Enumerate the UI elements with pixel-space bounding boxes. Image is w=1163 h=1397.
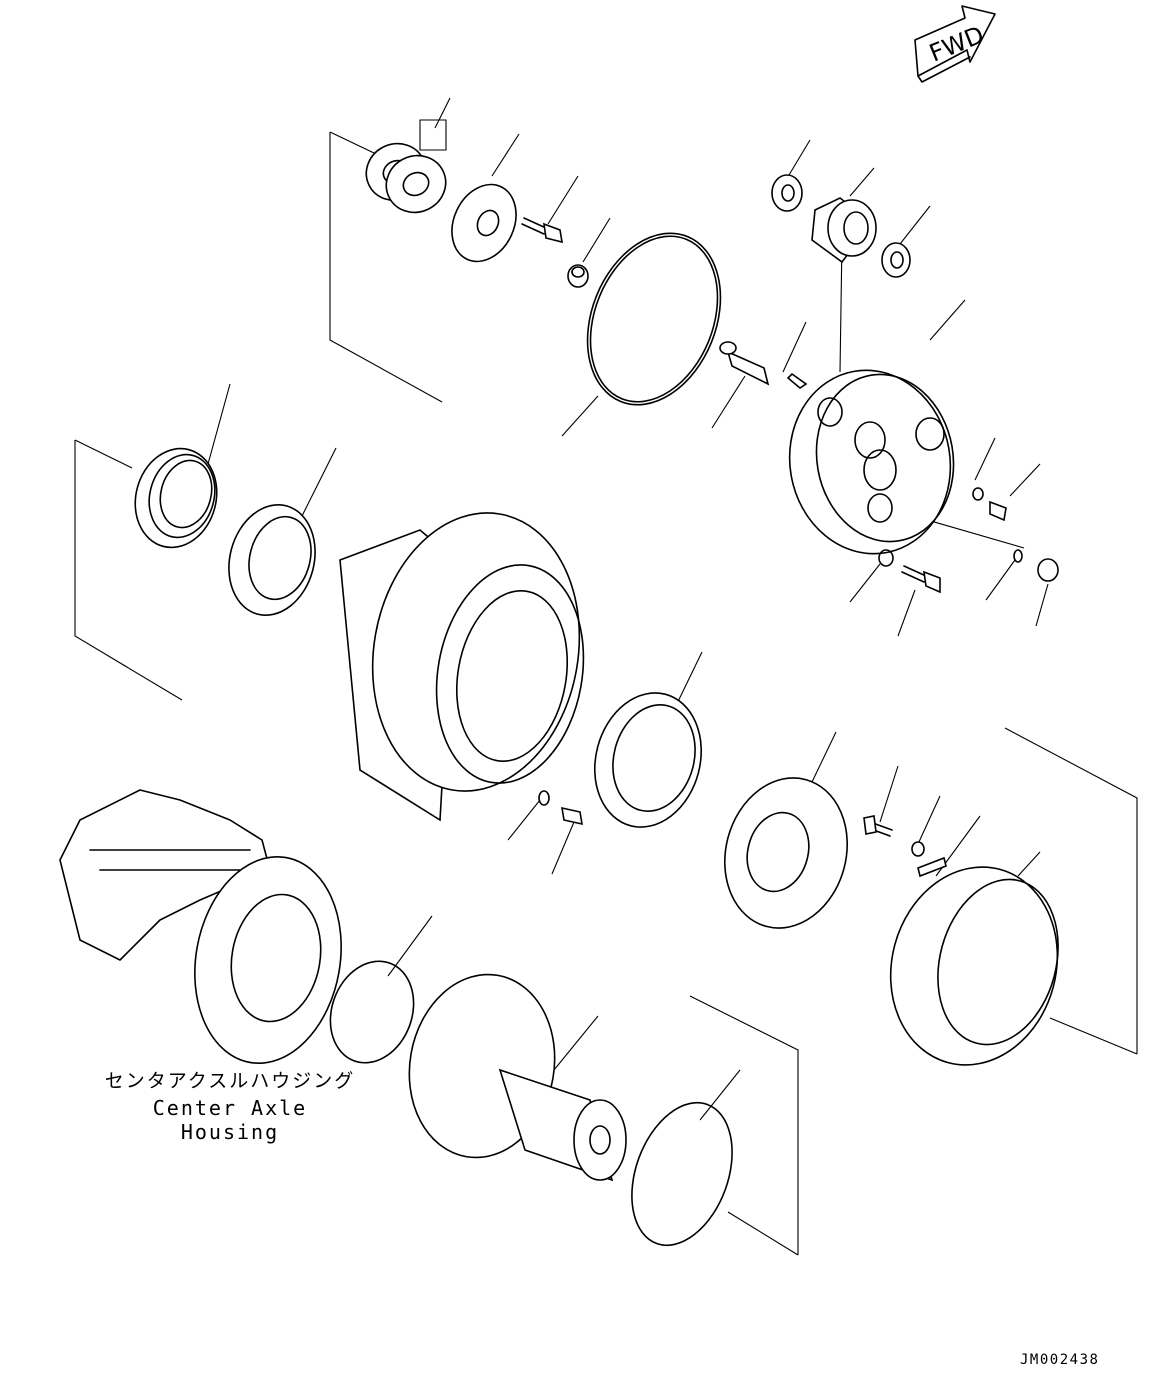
planet-pin <box>719 341 770 386</box>
retainer-plate <box>451 183 517 263</box>
plug-right <box>1037 558 1059 582</box>
document-id: JM002438 <box>1020 1352 1100 1368</box>
taper-roller-bearing-left <box>228 504 316 616</box>
planet-carrier <box>788 369 955 555</box>
o-ring-lower-right <box>631 1101 733 1247</box>
fwd-arrow-icon <box>914 5 996 83</box>
thrust-washer-pair <box>365 142 447 214</box>
bracket-lines-right <box>689 727 1138 1256</box>
bolt-upper <box>521 217 563 244</box>
wheel-hub <box>339 512 585 822</box>
o-ring-lower-left <box>329 960 415 1064</box>
drain-plug <box>538 790 550 806</box>
oil-seal <box>134 447 218 549</box>
leader-lines <box>207 97 1049 1121</box>
bracket-lines-upper <box>329 131 443 403</box>
washer-lower-right <box>1013 549 1023 563</box>
washer-ring <box>911 841 925 857</box>
spindle <box>408 973 627 1182</box>
collar <box>567 264 589 288</box>
bracket-lines-left <box>74 439 183 701</box>
small-washer-right <box>972 487 984 501</box>
lock-plate <box>917 856 947 878</box>
bolt-hub <box>561 806 583 826</box>
washer-lower <box>878 549 894 567</box>
spring-pin <box>786 372 808 389</box>
o-ring-large <box>586 232 722 406</box>
bolt-lower <box>901 565 941 594</box>
center-axle-housing-label-jp: センタアクスルハウジング <box>104 1070 356 1092</box>
planet-gear-small-left <box>771 174 803 212</box>
bolt-ring <box>863 815 893 837</box>
taper-roller-bearing-right <box>593 692 703 828</box>
center-axle-housing-label-en: Center Axle Housing <box>152 1096 308 1144</box>
center-axle-housing <box>59 789 342 1064</box>
needle-bearing-upper <box>811 197 877 264</box>
ring-gear-hub <box>723 777 849 929</box>
ring-gear <box>889 866 1059 1066</box>
planet-gear-small-right <box>881 242 911 278</box>
bolt-right <box>989 500 1007 522</box>
